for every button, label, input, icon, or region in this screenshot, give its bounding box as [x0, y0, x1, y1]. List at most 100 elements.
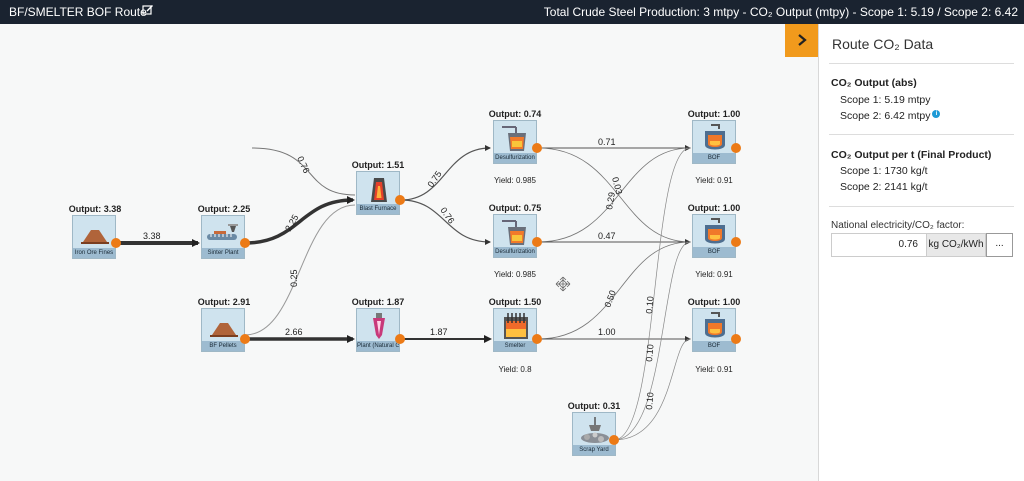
output-label: Output: 1.00	[687, 109, 741, 119]
electricity-factor-label: National electricity/CO₂ factor:	[831, 220, 965, 231]
output-label: Output: 1.00	[687, 297, 741, 307]
node-caption: BOF	[693, 247, 735, 257]
flow-label: 2.66	[285, 327, 303, 337]
flow-label: 1.87	[430, 327, 448, 337]
node-caption: Desulfurization	[494, 153, 536, 163]
output-label: Output: 3.38	[68, 204, 122, 214]
output-port[interactable]	[731, 143, 741, 153]
electricity-factor-input[interactable]: 0.76	[831, 233, 927, 257]
output-port[interactable]	[731, 237, 741, 247]
chevron-right-icon	[797, 34, 807, 46]
output-port[interactable]	[240, 238, 250, 248]
shaft-furnace-icon	[373, 313, 385, 339]
co2-abs-heading: CO₂ Output (abs)	[831, 77, 917, 89]
output-port[interactable]	[395, 334, 405, 344]
output-label: Output: 2.25	[197, 204, 251, 214]
node-dri-plant[interactable]: Plant (Natural G	[356, 308, 400, 352]
flow-in-bf	[251, 147, 356, 196]
factor-unit: kg CO₂/kWh	[927, 233, 986, 257]
output-label: Output: 1.50	[488, 297, 542, 307]
node-caption: Smelter	[494, 341, 536, 351]
yield-label: Yield: 0.985	[494, 270, 536, 279]
flow-label: 0.25	[289, 269, 299, 287]
node-sinter-plant[interactable]: Sinter Plant	[201, 215, 245, 259]
node-bof-1[interactable]: BOF	[692, 120, 736, 164]
node-desulfurization-1[interactable]: Desulfurization	[493, 120, 537, 164]
move-icon	[555, 276, 571, 292]
node-blast-furnace[interactable]: Blast Furnace	[356, 171, 400, 215]
output-label: Output: 0.74	[488, 109, 542, 119]
node-caption: BOF	[693, 153, 735, 163]
flow-connections: 3.38 0.76 2.25 0.25 2.66 0.75 0.76 1.87 …	[118, 137, 691, 441]
collapse-panel-button[interactable]	[785, 24, 818, 57]
flow-label: 0.71	[598, 137, 616, 147]
node-bof-3[interactable]: BOF	[692, 308, 736, 352]
output-port[interactable]	[532, 334, 542, 344]
converter-icon	[705, 124, 725, 150]
flow-label: 0.03	[610, 176, 624, 196]
flow-label: 0.10	[644, 392, 655, 410]
output-label: Output: 0.31	[567, 401, 621, 411]
flow-scrap-bof3	[613, 338, 691, 441]
output-port[interactable]	[240, 334, 250, 344]
divider	[829, 134, 1014, 135]
blast-furnace-icon	[371, 178, 387, 202]
output-label: Output: 1.51	[351, 160, 405, 170]
converter-icon	[705, 312, 725, 338]
yield-label: Yield: 0.91	[695, 270, 733, 279]
flow-bf-d1	[400, 145, 491, 201]
flow-label: 0.29	[604, 191, 617, 210]
output-port[interactable]	[532, 143, 542, 153]
abs-scope2: Scope 2: 6.42 mtpy	[840, 110, 931, 122]
converter-icon	[705, 218, 725, 244]
yield-label: Yield: 0.91	[695, 365, 733, 374]
output-label: Output: 1.00	[687, 203, 741, 213]
node-scrap-yard[interactable]: Scrap Yard	[572, 412, 616, 456]
route-canvas[interactable]: 3.38 0.76 2.25 0.25 2.66 0.75 0.76 1.87 …	[0, 24, 818, 481]
per-t-scope1: Scope 1: 1730 kg/t	[840, 165, 928, 177]
flow-label: 1.00	[598, 327, 616, 337]
output-label: Output: 1.87	[351, 297, 405, 307]
node-caption: Iron Ore Fines	[73, 248, 115, 258]
yield-label: Yield: 0.91	[695, 176, 733, 185]
node-caption: Scrap Yard	[573, 445, 615, 455]
node-bof-2[interactable]: BOF	[692, 214, 736, 258]
output-port[interactable]	[395, 195, 405, 205]
flow-label: 0.10	[644, 296, 655, 314]
flow-bf-d2	[400, 199, 491, 245]
yield-label: Yield: 0.985	[494, 176, 536, 185]
flow-pellets-bf	[244, 204, 356, 336]
flow-d2-bof1	[537, 147, 691, 243]
factor-options-button[interactable]: ...	[986, 233, 1013, 257]
per-t-scope2: Scope 2: 2141 kg/t	[840, 181, 928, 193]
node-bf-pellets[interactable]: BF Pellets	[201, 308, 245, 352]
node-iron-ore-fines[interactable]: Iron Ore Fines	[72, 215, 116, 259]
node-caption: Sinter Plant	[202, 248, 244, 258]
output-port[interactable]	[731, 334, 741, 344]
flow-label: 0.47	[598, 231, 616, 241]
flow-scrap-bof2	[613, 241, 691, 441]
node-smelter[interactable]: Smelter	[493, 308, 537, 352]
node-caption: BF Pellets	[202, 341, 244, 351]
node-desulfurization-2[interactable]: Desulfurization	[493, 214, 537, 258]
smelter-icon	[504, 313, 528, 339]
info-icon[interactable]: i	[932, 110, 941, 118]
conveyor-icon	[207, 224, 238, 240]
divider	[829, 63, 1014, 64]
flow-label: 0.76	[438, 205, 456, 225]
output-port[interactable]	[609, 435, 619, 445]
output-port[interactable]	[111, 238, 121, 248]
node-caption: Blast Furnace	[357, 204, 399, 214]
edit-icon[interactable]	[142, 4, 154, 16]
flow-label: 0.10	[644, 344, 655, 362]
output-port[interactable]	[532, 237, 542, 247]
route-co2-panel: Route CO₂ Data CO₂ Output (abs) Scope 1:…	[818, 24, 1024, 481]
route-title: BF/SMELTER BOF Route	[9, 5, 147, 19]
abs-scope1: Scope 1: 5.19 mtpy	[840, 94, 931, 106]
top-bar: BF/SMELTER BOF Route Total Crude Steel P…	[0, 0, 1024, 24]
node-caption: Plant (Natural G	[357, 341, 399, 351]
node-caption: BOF	[693, 341, 735, 351]
ladle-icon	[502, 220, 526, 245]
flow-label: 3.38	[143, 231, 161, 241]
